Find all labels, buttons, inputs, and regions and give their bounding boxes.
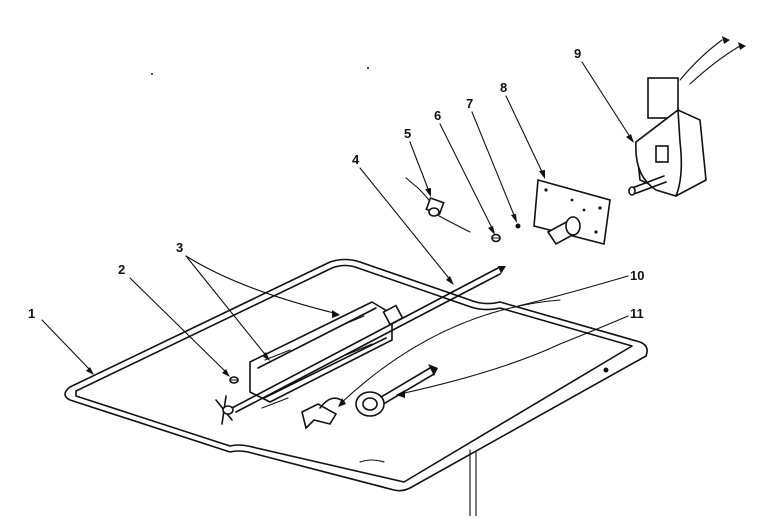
callout-labels: 1 2 3 4 5 6 7 8 9 10 11 xyxy=(28,46,644,321)
callout-7: 7 xyxy=(466,96,473,111)
part-1-pan xyxy=(64,258,648,517)
speck xyxy=(151,73,153,75)
callout-8: 8 xyxy=(500,80,507,95)
callout-6: 6 xyxy=(434,108,441,123)
part-10-handle-clip xyxy=(301,397,345,430)
callout-4: 4 xyxy=(352,152,360,167)
callout-9: 9 xyxy=(574,46,581,61)
callout-10: 10 xyxy=(630,268,644,283)
part-11-knob-shaft xyxy=(355,364,438,417)
part-5-switch xyxy=(405,177,471,233)
part-3-spit-forks xyxy=(249,301,393,409)
part-9-motor xyxy=(628,36,746,197)
callout-3: 3 xyxy=(176,240,183,255)
part-6-screw xyxy=(491,233,501,243)
part-2-screw xyxy=(229,376,239,384)
part-8-bracket xyxy=(533,178,611,246)
speck xyxy=(367,67,369,69)
callout-5: 5 xyxy=(404,126,411,141)
callout-1: 1 xyxy=(28,306,35,321)
callout-11: 11 xyxy=(630,306,644,321)
callout-2: 2 xyxy=(118,262,125,277)
part-4-spit-rod xyxy=(215,266,506,425)
part-7-washer xyxy=(515,223,521,229)
leader-lines xyxy=(41,61,634,407)
